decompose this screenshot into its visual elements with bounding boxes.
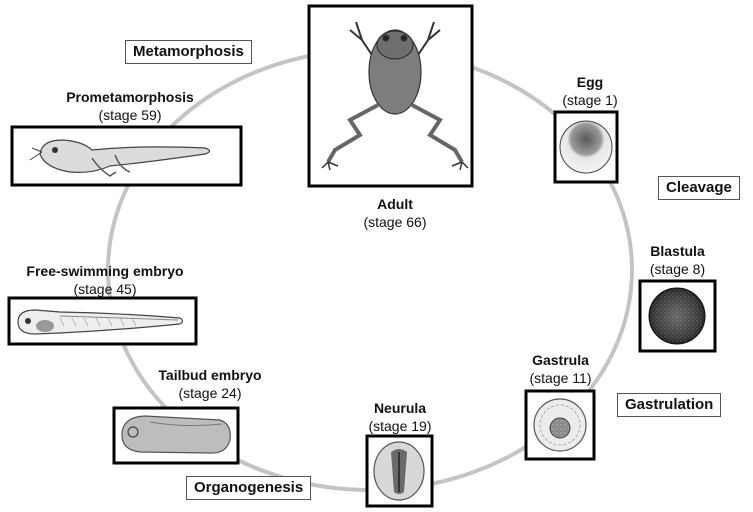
tadpole-image	[29, 139, 211, 177]
gastrula-panel	[524, 389, 596, 461]
tailbud-image	[121, 415, 231, 454]
metamorphosis-box: Metamorphosis	[125, 40, 252, 64]
free-swimming-image	[17, 309, 184, 335]
gastrula-label: Gastrula (stage 11)	[508, 351, 613, 387]
cleavage-box: Cleavage	[658, 176, 740, 200]
egg-name: Egg	[576, 74, 604, 90]
blastula-panel	[638, 279, 717, 353]
neurula-panel	[365, 434, 434, 508]
free-swimming-label: Free-swimming embryo (stage 45)	[5, 262, 205, 298]
adult-name: Adult	[377, 196, 413, 212]
neurula-label: Neurula (stage 19)	[345, 399, 455, 435]
prometamorphosis-label: Prometamorphosis (stage 59)	[50, 88, 210, 124]
free-swimming-panel	[7, 296, 198, 346]
neurula-name: Neurula	[373, 400, 427, 416]
gastrula-stage: (stage 11)	[529, 370, 592, 386]
prometamorphosis-panel	[10, 125, 243, 187]
neurula-image	[373, 441, 425, 501]
adult-stage: (stage 66)	[363, 214, 427, 230]
prometamorphosis-name: Prometamorphosis	[66, 89, 194, 105]
egg-stage: (stage 1)	[562, 92, 618, 108]
egg-label: Egg (stage 1)	[545, 73, 635, 109]
tailbud-stage: (stage 24)	[178, 385, 242, 401]
tailbud-label: Tailbud embryo (stage 24)	[140, 366, 280, 402]
gastrula-image	[533, 398, 587, 452]
egg-panel	[553, 110, 619, 184]
adult-panel	[307, 4, 474, 188]
blastula-stage: (stage 8)	[649, 261, 706, 277]
blastula-label: Blastula (stage 8)	[625, 242, 730, 278]
free-swimming-stage: (stage 45)	[73, 281, 137, 297]
neurula-stage: (stage 19)	[368, 418, 432, 434]
free-swimming-name: Free-swimming embryo	[26, 263, 184, 279]
egg-image	[559, 120, 613, 174]
adult-label: Adult (stage 66)	[345, 195, 445, 231]
gastrulation-box: Gastrulation	[617, 393, 722, 417]
gastrula-name: Gastrula	[532, 352, 589, 368]
blastula-name: Blastula	[650, 243, 705, 259]
adult-frog-image	[321, 21, 469, 171]
tailbud-panel	[112, 406, 240, 465]
organogenesis-box: Organogenesis	[186, 476, 312, 500]
tailbud-name: Tailbud embryo	[158, 367, 262, 383]
prometamorphosis-stage: (stage 59)	[98, 107, 162, 123]
